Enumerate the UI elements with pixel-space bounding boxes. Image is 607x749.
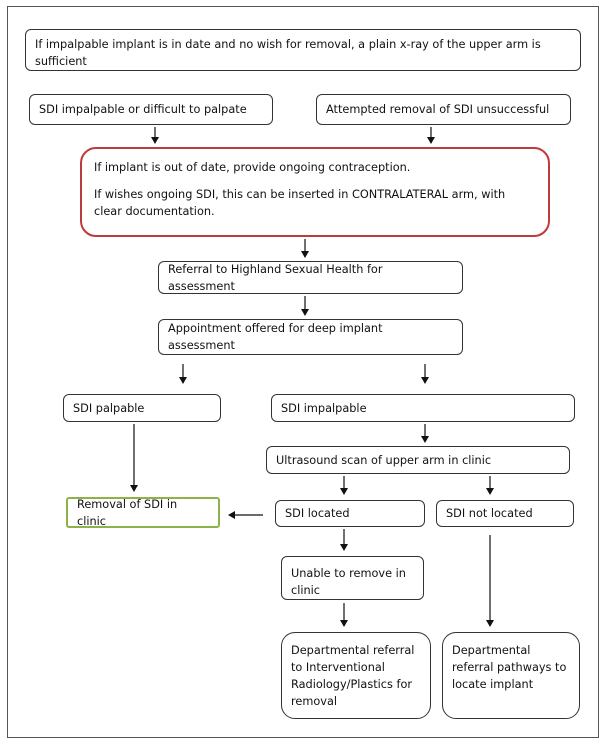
- unable-to-remove-text: Unable to remove in clinic: [291, 567, 406, 597]
- sdi-impalpable-box: SDI impalpable: [271, 394, 575, 422]
- sdi-palpable-text: SDI palpable: [73, 401, 145, 415]
- sdi-impalpable-text: SDI impalpable: [281, 401, 367, 415]
- top-note-box: If impalpable implant is in date and no …: [25, 29, 581, 71]
- removal-in-clinic-text: Removal of SDI in clinic: [77, 497, 178, 528]
- flowchart-frame: [7, 6, 599, 738]
- radiology-referral-box: Departmental referral to Interventional …: [281, 632, 431, 719]
- ultrasound-text: Ultrasound scan of upper arm in clinic: [276, 453, 492, 467]
- attempted-removal-box: Attempted removal of SDI unsuccessful: [316, 94, 571, 125]
- referral-pathways-text: Departmental referral pathways to locate…: [452, 644, 567, 691]
- appointment-text: Appointment offered for deep implant ass…: [168, 322, 383, 352]
- radiology-referral-text: Departmental referral to Interventional …: [291, 644, 415, 708]
- top-note-text: If impalpable implant is in date and no …: [35, 38, 541, 68]
- warning-box: If implant is out of date, provide ongoi…: [80, 147, 550, 237]
- unable-to-remove-box: Unable to remove in clinic: [281, 556, 424, 600]
- sdi-not-located-text: SDI not located: [446, 507, 533, 520]
- sdi-impalpable-difficult-box: SDI impalpable or difficult to palpate: [29, 94, 273, 125]
- referral-box: Referral to Highland Sexual Health for a…: [158, 261, 463, 294]
- sdi-palpable-box: SDI palpable: [63, 394, 221, 422]
- referral-pathways-box: Departmental referral pathways to locate…: [442, 632, 580, 719]
- removal-in-clinic-box: Removal of SDI in clinic: [66, 497, 220, 528]
- warning-line-1: If implant is out of date, provide ongoi…: [94, 161, 411, 174]
- sdi-located-text: SDI located: [285, 507, 350, 520]
- attempted-removal-text: Attempted removal of SDI unsuccessful: [326, 103, 550, 116]
- appointment-box: Appointment offered for deep implant ass…: [158, 319, 463, 355]
- referral-text: Referral to Highland Sexual Health for a…: [168, 262, 383, 293]
- sdi-located-box: SDI located: [275, 500, 425, 527]
- sdi-not-located-box: SDI not located: [436, 500, 574, 527]
- ultrasound-box: Ultrasound scan of upper arm in clinic: [266, 446, 570, 474]
- warning-line-2: If wishes ongoing SDI, this can be inser…: [94, 188, 506, 218]
- sdi-impalpable-difficult-text: SDI impalpable or difficult to palpate: [39, 103, 247, 116]
